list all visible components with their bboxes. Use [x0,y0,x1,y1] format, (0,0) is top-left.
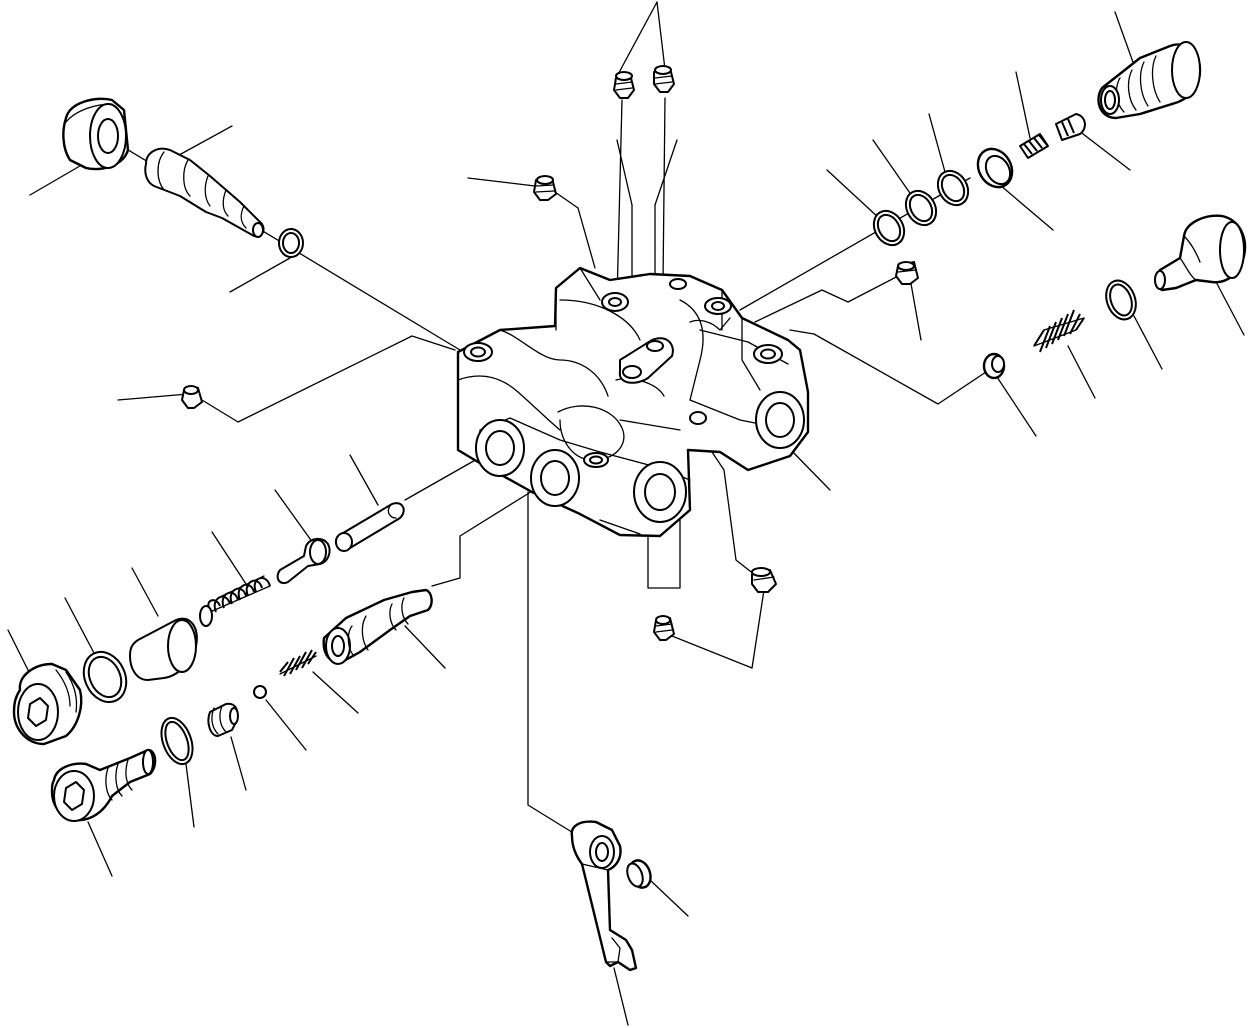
o-ring-left [82,650,128,704]
top-plug-right [653,65,675,93]
spring-right [1033,309,1085,353]
plug-bottom-right [751,567,777,593]
pin-left [334,502,405,552]
plug-right [895,261,919,285]
plug-upper-center [533,175,557,201]
backup-ring [976,147,1014,189]
o-ring-lower [160,716,194,766]
callout-leader-lines [7,1,1245,1026]
valve-body [456,266,810,538]
plug-left [181,385,203,409]
valve-spool-upper-left [144,147,265,238]
o-ring-right [1105,279,1137,321]
spring-seat-right [982,352,1006,380]
small-spring-lower [279,649,317,677]
ball-lower [253,685,267,699]
spring-left [199,575,271,627]
plug-cartridge-right [1154,214,1247,292]
lever [570,820,638,972]
top-plug-left [613,71,635,99]
lever-bushing [626,859,652,889]
o-ring-a [872,209,906,247]
piston-left [129,617,198,681]
cap-nut-upper-left [62,97,130,171]
small-plug-upper-right [1055,113,1086,141]
valve-plug-lower [322,588,433,665]
plug-bottom-left [653,615,675,641]
hex-plug-left [12,662,83,746]
socket-plug-lower [50,748,157,822]
small-poppet-lower [207,702,239,737]
o-ring-c [936,169,970,207]
small-spring-upper-right [1019,133,1049,159]
o-ring-upper-left [278,228,304,258]
relief-valve-cartridge-upper-right [1097,41,1202,120]
o-ring-b [904,189,938,227]
poppet-left [276,538,331,584]
